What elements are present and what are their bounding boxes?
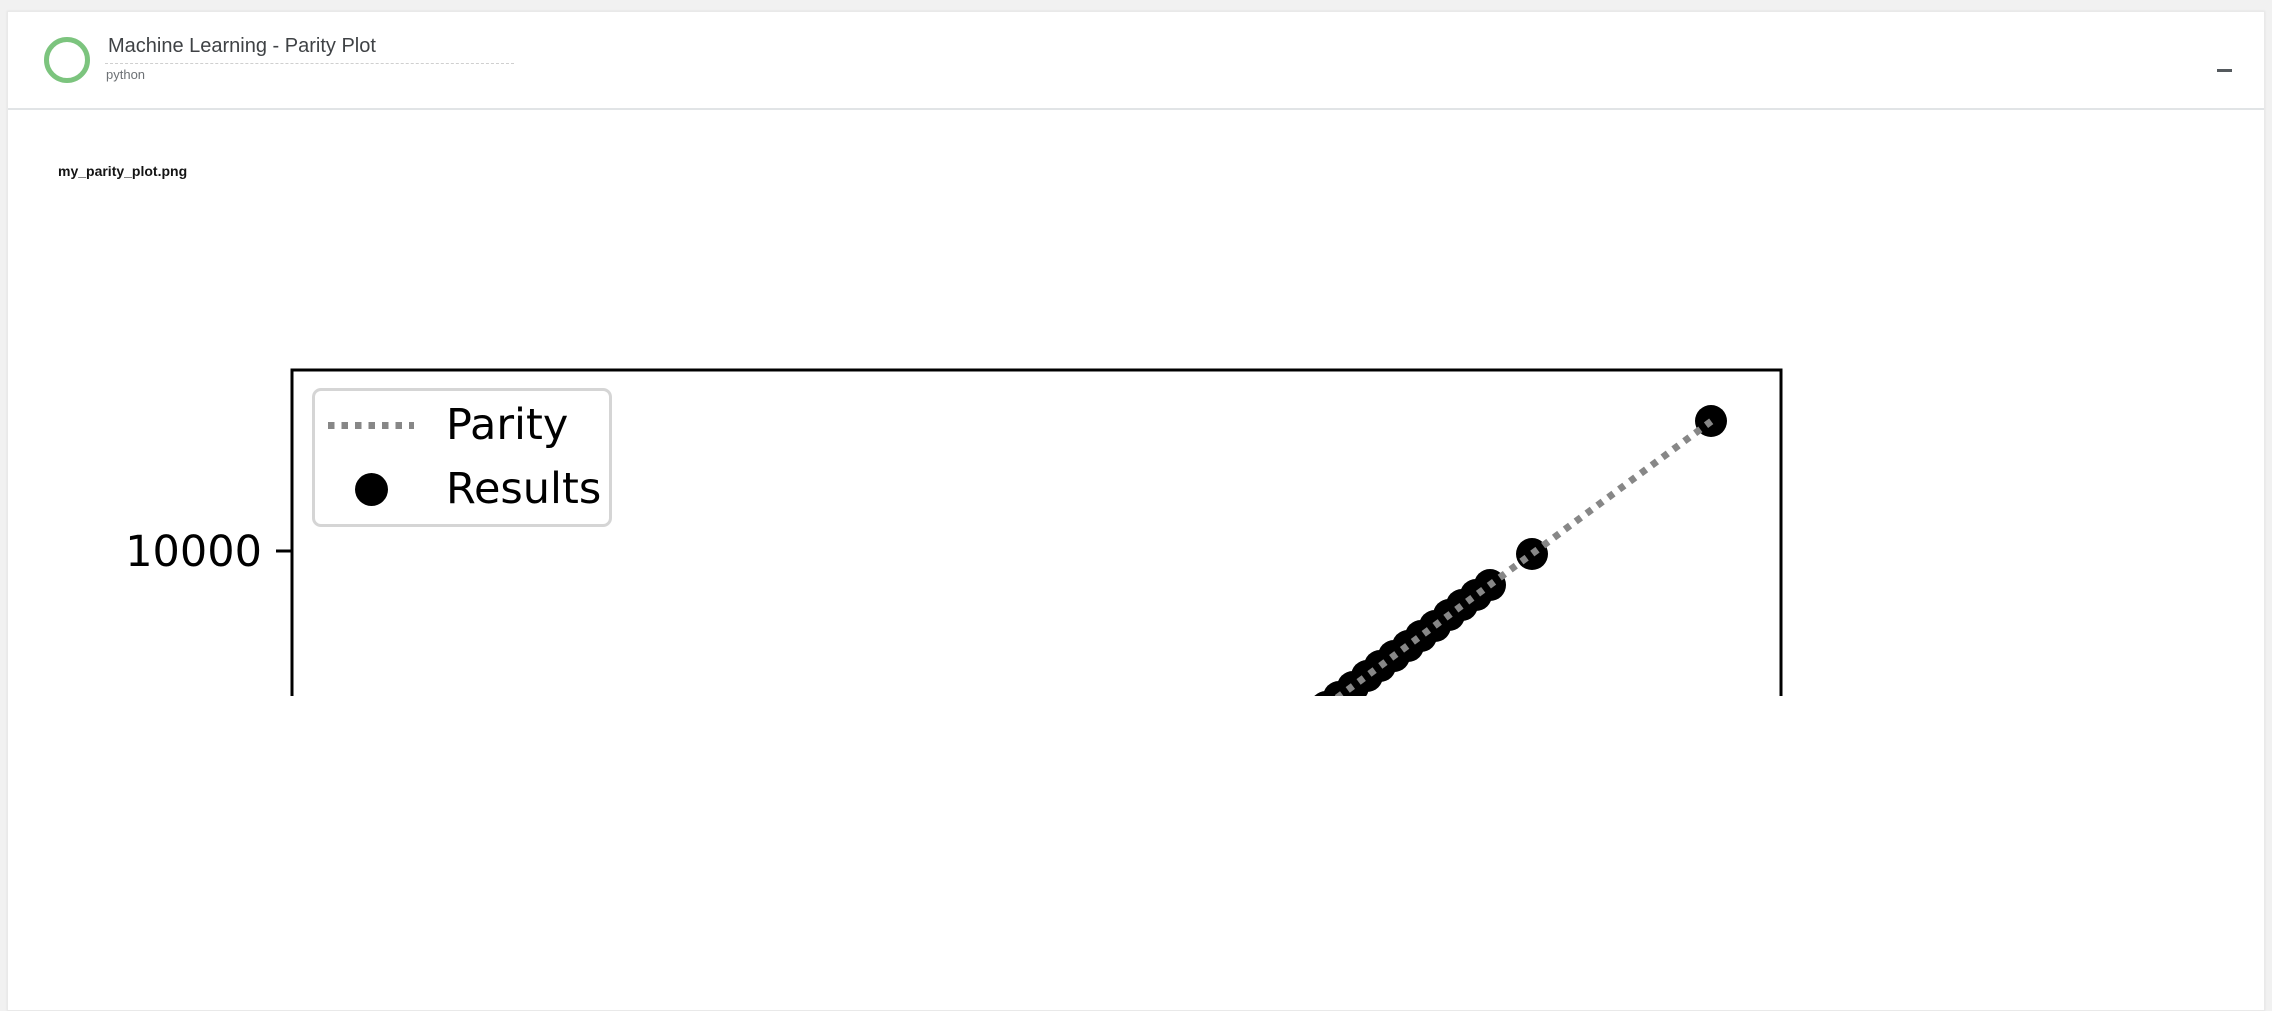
dotted-line-icon: [328, 421, 414, 429]
status-ring-icon: [44, 37, 90, 83]
y-axis-tick-label: 10000: [125, 527, 262, 577]
output-file-name: my_parity_plot.png: [58, 163, 188, 179]
legend-label-parity: Parity: [446, 399, 569, 450]
legend-item-parity: Parity: [315, 393, 609, 457]
legend-label-results: Results: [446, 463, 602, 514]
app-background: Machine Learning - Parity Plot python my…: [7, 11, 2265, 1011]
panel-title-field[interactable]: Machine Learning - Parity Plot: [105, 34, 514, 64]
minimize-button[interactable]: [2209, 48, 2239, 78]
kernel-language-label: python: [106, 67, 146, 82]
filled-circle-icon: [354, 472, 388, 506]
parity-plot-figure: [276, 368, 1783, 696]
plot-legend: Parity Results: [312, 388, 612, 527]
results-marker-sample: [328, 472, 414, 506]
panel-title: Machine Learning - Parity Plot: [108, 35, 376, 57]
results-point: [1314, 691, 1338, 696]
parity-line-sample: [328, 421, 414, 429]
plot-spines: [290, 368, 1783, 696]
minimize-icon: [2216, 68, 2232, 72]
legend-item-results: Results: [315, 457, 609, 521]
results-point: [1695, 405, 1727, 437]
panel-header: Machine Learning - Parity Plot python: [8, 12, 2264, 110]
